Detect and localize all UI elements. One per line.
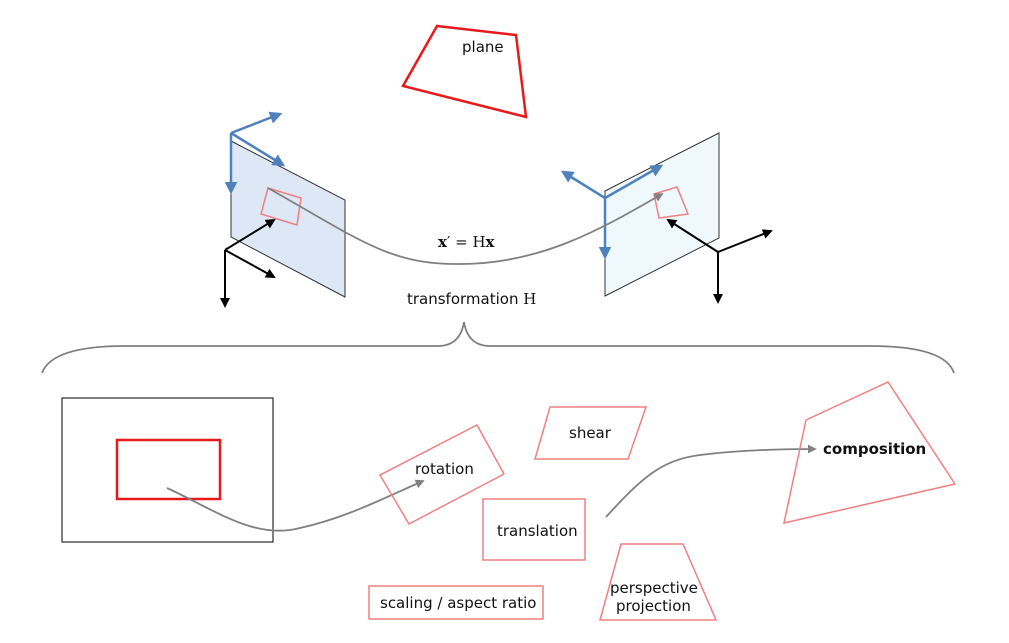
right-image-plane bbox=[604, 132, 720, 297]
mapping-curve bbox=[267, 187, 664, 265]
left-world-axes bbox=[220, 218, 276, 308]
left-camera-axes bbox=[224, 111, 286, 195]
source-to-rotation-curve bbox=[166, 479, 425, 532]
shear-label: shear bbox=[569, 424, 612, 442]
scaling-shape bbox=[368, 585, 544, 620]
image-frame bbox=[61, 397, 274, 543]
perspective-label-line1: perspective bbox=[610, 579, 698, 597]
right-camera-axes bbox=[560, 164, 664, 260]
translation-shape bbox=[482, 498, 586, 561]
right-projected-quad bbox=[653, 186, 690, 219]
plane-label: plane bbox=[462, 38, 504, 56]
translation-label: translation bbox=[497, 522, 578, 540]
perspective-label-line2: projection bbox=[616, 597, 691, 615]
rotation-label: rotation bbox=[415, 460, 474, 478]
curly-brace bbox=[41, 321, 955, 374]
left-image-plane bbox=[230, 140, 346, 298]
left-projected-quad bbox=[260, 187, 302, 226]
perspective-shape bbox=[599, 543, 718, 621]
composition-shape bbox=[783, 381, 957, 524]
scaling-label: scaling / aspect ratio bbox=[380, 594, 536, 612]
source-rectangle bbox=[115, 438, 222, 501]
rotation-shape bbox=[378, 423, 506, 525]
homography-equation: x′ = Hx bbox=[438, 233, 496, 251]
to-composition-curve bbox=[605, 444, 817, 518]
right-world-axes bbox=[666, 218, 773, 304]
composition-label: composition bbox=[823, 440, 926, 458]
transformation-label: transformation H bbox=[407, 290, 536, 308]
shear-shape bbox=[534, 406, 648, 460]
world-plane-shape bbox=[401, 24, 528, 119]
